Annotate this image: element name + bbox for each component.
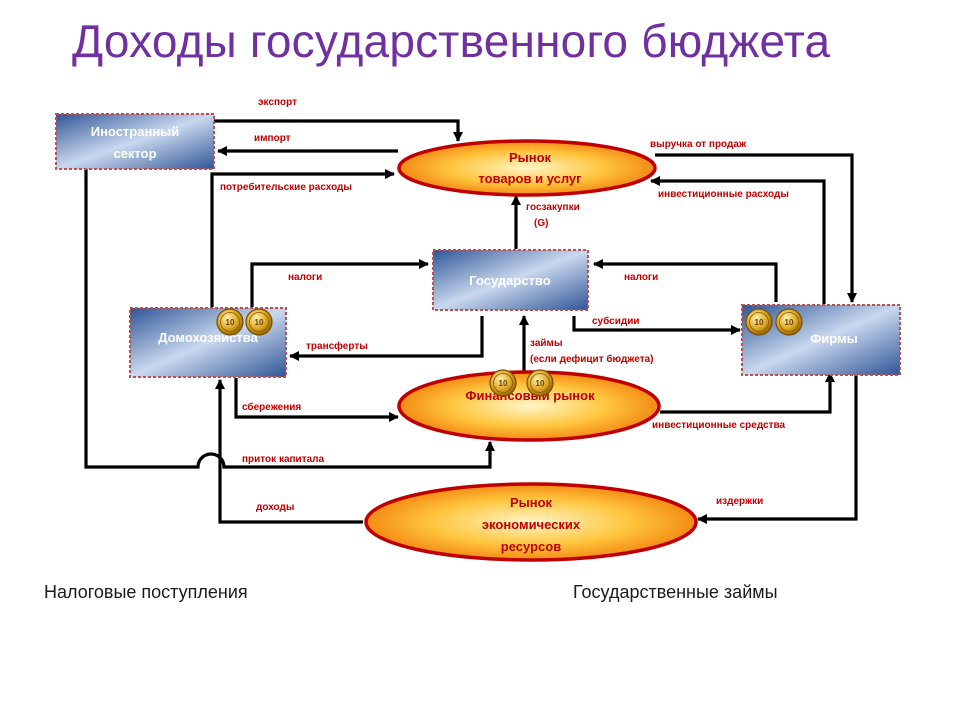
coin-value: 10 — [755, 318, 764, 327]
tax-revenue-note: Налоговые поступления — [44, 582, 248, 602]
taxes-households-arrow — [250, 258, 430, 307]
subsidies-label: субсидии — [592, 315, 640, 327]
transfers-label: трансферты — [306, 340, 368, 352]
coin-icon: 10 — [245, 308, 273, 336]
incomes-arrow — [214, 378, 363, 524]
investment-funds-arrow — [660, 371, 836, 414]
coin-value: 10 — [536, 379, 545, 388]
government-borrowing-note: Государственные займы — [573, 582, 778, 602]
foreign-sector-node: Иностранный сектор — [55, 113, 215, 170]
consumer-spending-arrow — [210, 168, 396, 307]
coin-icons: 10 10 10 10 10 10 — [216, 308, 803, 397]
government-label: Государство — [469, 273, 550, 288]
sales-revenue-label: выручка от продаж — [650, 139, 747, 150]
coin-value: 10 — [255, 318, 264, 327]
loans-label-1: займы — [530, 338, 563, 349]
goods-market-label-2: товаров и услуг — [478, 171, 582, 186]
incomes-label: доходы — [256, 502, 294, 513]
sales-revenue-arrow — [655, 153, 858, 304]
investment-funds-label: инвестиционные средства — [652, 420, 786, 431]
flow-arrows — [84, 119, 858, 525]
costs-label: издержки — [716, 496, 763, 507]
taxes-firms-label: налоги — [624, 272, 658, 283]
goods-market-node: Рынок товаров и услуг — [397, 139, 657, 197]
transfers-arrow — [288, 316, 484, 362]
coin-value: 10 — [499, 379, 508, 388]
firms-label: Фирмы — [810, 331, 858, 346]
foreign-sector-label-2: сектор — [113, 146, 156, 161]
foreign-sector-label-1: Иностранный — [91, 124, 180, 139]
coin-value: 10 — [226, 318, 235, 327]
households-label: Домохозяйства — [158, 330, 258, 345]
savings-label: сбережения — [242, 401, 301, 413]
coin-icon: 10 — [489, 369, 517, 397]
resource-market-node: Рынок экономических ресурсов — [364, 482, 698, 562]
investment-spending-label: инвестиционные расходы — [658, 189, 789, 200]
circular-flow-diagram: Иностранный сектор Государство Домохозяй… — [55, 97, 901, 562]
taxes-firms-arrow — [592, 258, 778, 302]
coin-icon: 10 — [745, 308, 773, 336]
coin-icon: 10 — [216, 308, 244, 336]
capital-inflow-arrow — [84, 168, 496, 469]
coin-icon: 10 — [526, 369, 554, 397]
export-label: экспорт — [258, 97, 297, 108]
resource-market-label-2: экономических — [482, 517, 581, 532]
resource-market-label-3: ресурсов — [501, 539, 561, 554]
coin-icon: 10 — [775, 308, 803, 336]
subsidies-arrow — [572, 316, 742, 336]
costs-arrow — [696, 373, 858, 525]
gov-purchases-label-2: (G) — [534, 218, 548, 229]
slide-title: Доходы государственного бюджета — [72, 15, 831, 67]
goods-market-label-1: Рынок — [509, 150, 552, 165]
taxes-households-label: налоги — [288, 272, 322, 283]
flow-labels: экспорт импорт потребительские расходы в… — [220, 97, 789, 513]
import-label: импорт — [254, 133, 291, 144]
consumer-spending-label: потребительские расходы — [220, 181, 352, 193]
coin-value: 10 — [785, 318, 794, 327]
savings-arrow — [234, 378, 400, 423]
capital-inflow-label: приток капитала — [242, 454, 325, 465]
export-arrow — [214, 119, 464, 143]
loans-label-2: (если дефицит бюджета) — [530, 353, 654, 365]
gov-purchases-label-1: госзакупки — [526, 202, 580, 213]
resource-market-label-1: Рынок — [510, 495, 553, 510]
investment-spending-arrow — [649, 175, 826, 304]
government-node: Государство — [432, 249, 589, 311]
